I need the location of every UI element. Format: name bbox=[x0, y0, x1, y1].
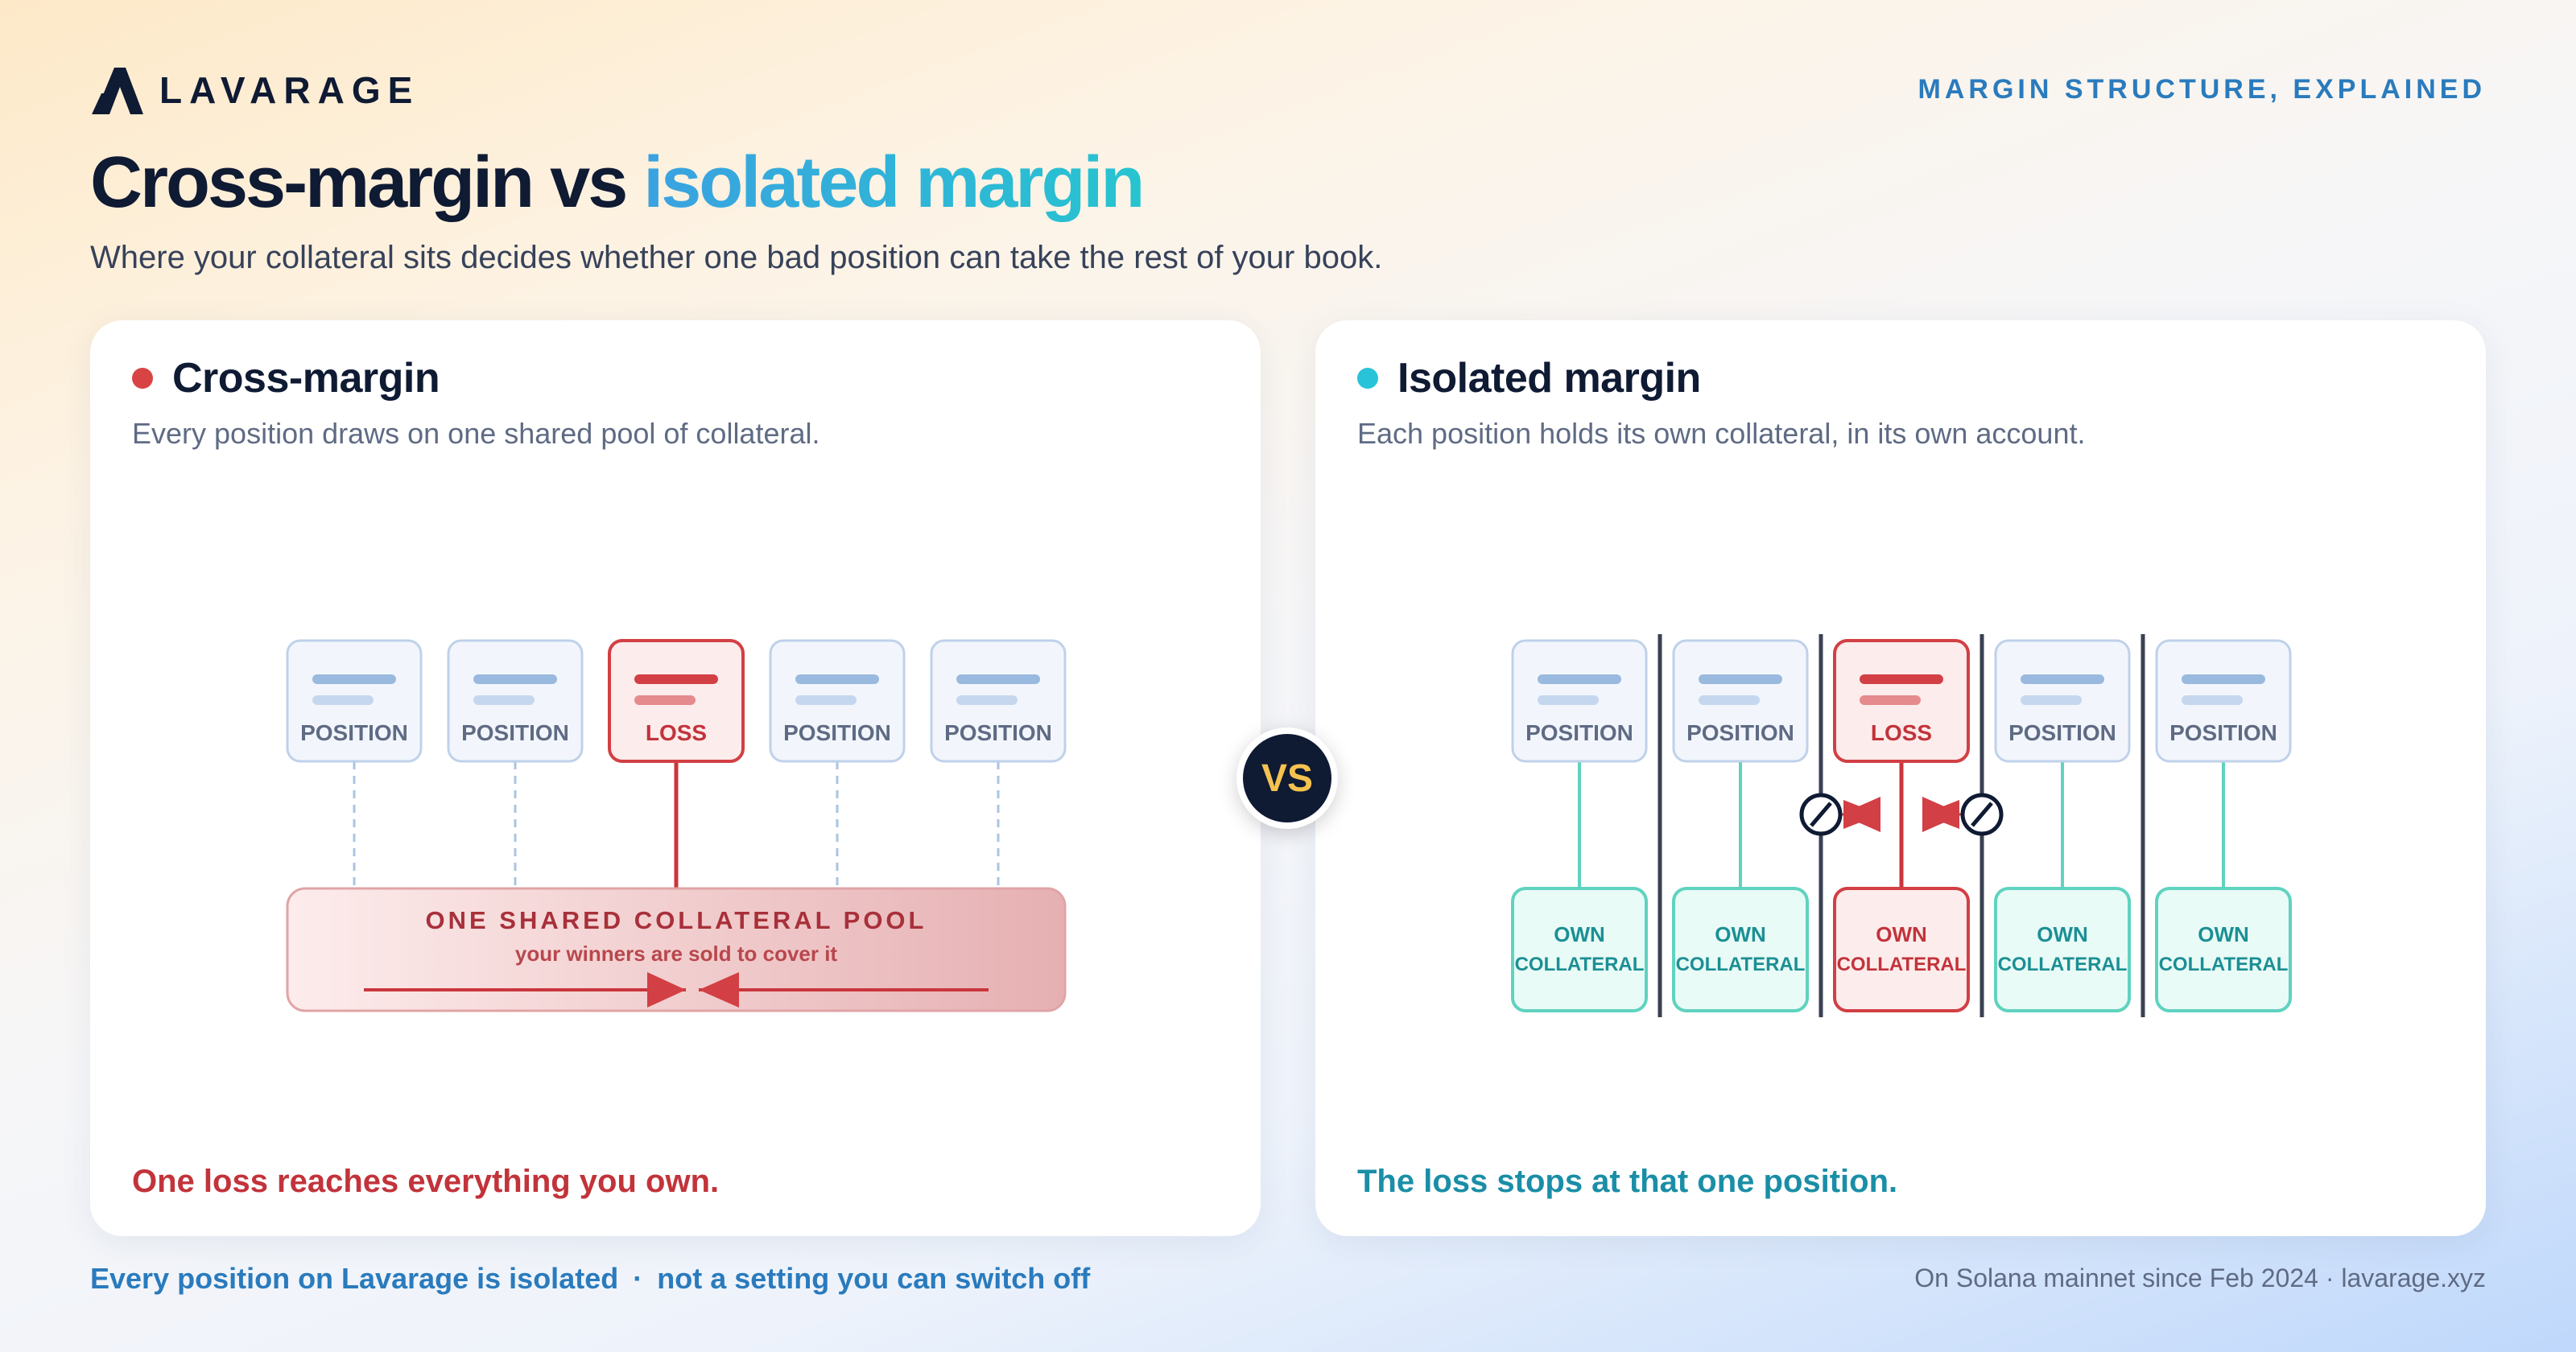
logo-mark-icon bbox=[92, 68, 143, 114]
collateral-line2: COLLATERAL bbox=[1676, 954, 1806, 975]
position-label: POSITION bbox=[1525, 720, 1633, 745]
position-box: POSITION bbox=[1672, 639, 1809, 763]
isolated-margin-header: Isolated margin bbox=[1357, 354, 1701, 402]
cross-margin-header: Cross-margin bbox=[132, 354, 440, 402]
position-label: POSITION bbox=[2008, 720, 2116, 745]
collateral-line2: COLLATERAL bbox=[1837, 954, 1967, 975]
position-box: POSITION bbox=[2155, 639, 2292, 763]
position-label: POSITION bbox=[1686, 720, 1794, 745]
arrow-icon bbox=[1840, 797, 1880, 832]
footer-tagline-part2: not a setting you can switch off bbox=[657, 1262, 1091, 1295]
own-collateral-box: OWN COLLATERAL bbox=[1511, 887, 1648, 1012]
red-dot-icon bbox=[132, 368, 153, 389]
position-label: POSITION bbox=[2169, 720, 2277, 745]
vs-badge: VS bbox=[1236, 728, 1338, 829]
page-subtitle: Where your collateral sits decides wheth… bbox=[90, 240, 1383, 275]
shared-collateral-pool: ONE SHARED COLLATERAL POOL your winners … bbox=[286, 887, 1067, 1012]
position-box: POSITION bbox=[769, 639, 906, 763]
loss-label: LOSS bbox=[646, 720, 707, 745]
footer-tagline: Every position on Lavarage is isolated · n… bbox=[90, 1262, 1090, 1296]
brand-logo[interactable]: LAVARAGE bbox=[90, 64, 419, 116]
collateral-line1: OWN bbox=[2037, 922, 2088, 946]
brand-name: LAVARAGE bbox=[159, 69, 420, 111]
collateral-line1: OWN bbox=[1715, 922, 1766, 946]
cross-margin-diagram: POSITION POSITION LOSS POSITION POSITION bbox=[286, 639, 1067, 1012]
collateral-line2: COLLATERAL bbox=[2159, 954, 2289, 975]
cross-margin-footer: One loss reaches everything you own. bbox=[132, 1164, 720, 1199]
blocked-icon bbox=[1799, 793, 1843, 836]
position-box: POSITION bbox=[1511, 639, 1648, 763]
position-label: POSITION bbox=[783, 720, 891, 745]
isolated-margin-panel: Isolated margin Each position holds its … bbox=[1315, 320, 2486, 1236]
footer-meta[interactable]: On Solana mainnet since Feb 2024 · lavar… bbox=[1914, 1263, 2486, 1292]
loss-box: LOSS bbox=[1833, 639, 1970, 763]
cross-margin-title: Cross-margin bbox=[172, 355, 440, 402]
collateral-line1: OWN bbox=[1554, 922, 1605, 946]
footer-separator: · bbox=[633, 1262, 643, 1295]
footer-tagline-part1: Every position on Lavarage is isolated bbox=[90, 1262, 619, 1295]
arrow-icon bbox=[647, 972, 686, 1008]
position-label: POSITION bbox=[461, 720, 569, 745]
own-collateral-box: OWN COLLATERAL bbox=[1672, 887, 1809, 1012]
arrow-icon bbox=[1922, 797, 1963, 832]
cross-margin-panel: Cross-margin Every position draws on one… bbox=[90, 320, 1261, 1236]
isolated-margin-footer: The loss stops at that one position. bbox=[1357, 1164, 1898, 1199]
own-collateral-box: OWN COLLATERAL bbox=[2155, 887, 2292, 1012]
blocked-icon bbox=[1960, 793, 2004, 836]
collateral-line1: OWN bbox=[1876, 922, 1927, 946]
arrow-icon bbox=[699, 972, 739, 1008]
isolated-margin-subtitle: Each position holds its own collateral, … bbox=[1357, 417, 2086, 450]
collateral-line1: OWN bbox=[2198, 922, 2249, 946]
teal-dot-icon bbox=[1357, 368, 1378, 389]
collateral-line2: COLLATERAL bbox=[1998, 954, 2128, 975]
loss-label: LOSS bbox=[1871, 720, 1932, 745]
title-part2-accent: isolated margin bbox=[643, 142, 1145, 223]
pool-subtitle: your winners are sold to cover it bbox=[515, 942, 838, 966]
isolated-margin-diagram: POSITION POSITION LOSS POSITION POSITION bbox=[1511, 634, 2292, 1017]
eyebrow-label: MARGIN STRUCTURE, EXPLAINED bbox=[1918, 74, 2486, 105]
title-part1: Cross-margin vs bbox=[90, 142, 644, 223]
page-title: Cross-margin vs isolated margin bbox=[90, 142, 1145, 225]
isolated-margin-title: Isolated margin bbox=[1397, 355, 1701, 402]
loss-box: LOSS bbox=[608, 639, 745, 763]
position-label: POSITION bbox=[300, 720, 408, 745]
position-box: POSITION bbox=[286, 639, 423, 763]
position-box: POSITION bbox=[930, 639, 1067, 763]
own-collateral-box-loss: OWN COLLATERAL bbox=[1833, 887, 1970, 1012]
position-box: POSITION bbox=[1994, 639, 2131, 763]
own-collateral-box: OWN COLLATERAL bbox=[1994, 887, 2131, 1012]
collateral-line2: COLLATERAL bbox=[1515, 954, 1645, 975]
position-label: POSITION bbox=[944, 720, 1052, 745]
cross-margin-subtitle: Every position draws on one shared pool … bbox=[132, 417, 820, 450]
position-box: POSITION bbox=[447, 639, 584, 763]
pool-title: ONE SHARED COLLATERAL POOL bbox=[426, 906, 927, 934]
